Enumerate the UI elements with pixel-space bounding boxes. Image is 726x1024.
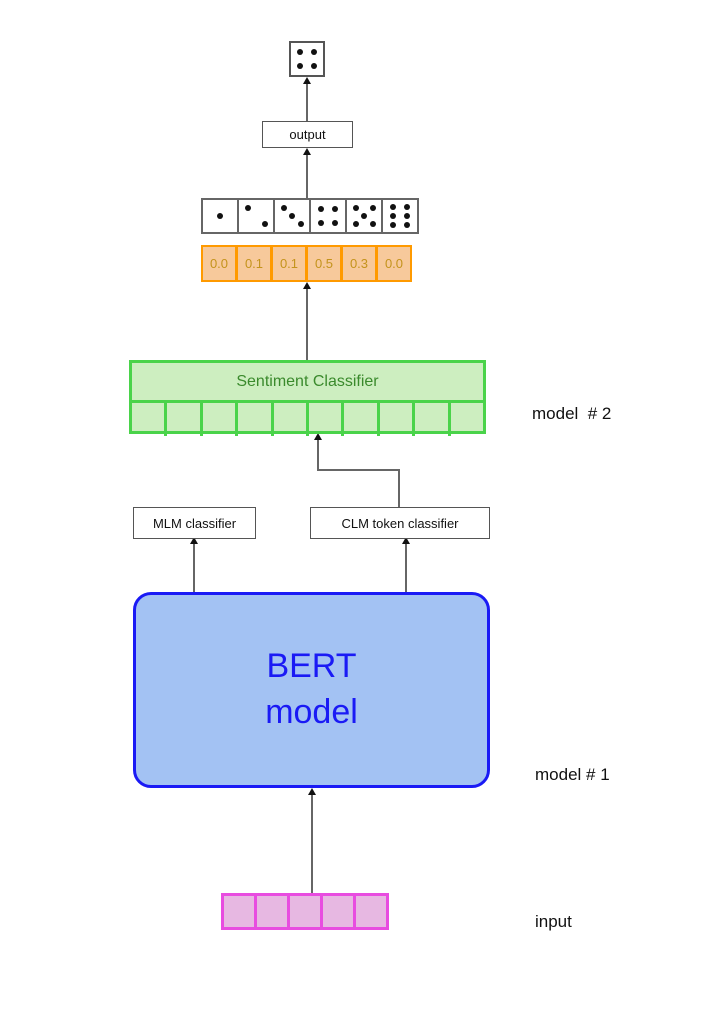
dice-faces-row (201, 198, 419, 234)
pip (332, 220, 339, 227)
pip (404, 213, 411, 219)
sentiment-classifier-cell (412, 403, 447, 436)
input-token-cell (320, 893, 356, 930)
sentiment-classifier-cell (132, 403, 164, 436)
die-face-1-icon (202, 198, 238, 234)
probability-cell: 0.0 (201, 245, 237, 282)
sentiment-classifier-label: Sentiment Classifier (236, 372, 379, 390)
pip (261, 221, 268, 227)
pip (404, 204, 411, 211)
pip (280, 205, 287, 211)
probability-cell: 0.1 (271, 245, 307, 282)
output-label: output (289, 127, 326, 142)
pip (317, 220, 324, 227)
output-die (289, 41, 325, 77)
pip (352, 205, 359, 211)
probability-cell: 0.3 (341, 245, 377, 282)
pip (244, 205, 251, 211)
sentiment-classifier-cells (132, 403, 483, 436)
pip (369, 205, 376, 211)
pip (352, 221, 359, 227)
pip (389, 204, 396, 211)
input-token-cell (254, 893, 290, 930)
input-token-cell (221, 893, 257, 930)
pip (332, 205, 339, 212)
model-2-label: model # 2 (532, 404, 612, 423)
pip (389, 213, 396, 219)
clm-token-classifier-box: CLM token classifier (310, 507, 490, 539)
sentiment-classifier-header: Sentiment Classifier (132, 363, 483, 403)
bert-label-line2: model (265, 693, 358, 731)
input-tokens (221, 893, 389, 930)
sentiment-classifier-cell (447, 403, 483, 436)
sentiment-classifier: Sentiment Classifier (129, 360, 486, 436)
die-face-4-icon (310, 198, 346, 234)
arrow-clm-to-sentiment (317, 437, 400, 507)
bert-model-box: BERT model (133, 592, 490, 788)
mlm-classifier-label: MLM classifier (152, 515, 237, 531)
pip (389, 221, 396, 228)
die-face-5-icon (346, 198, 382, 234)
bert-label-line1: BERT (266, 647, 357, 686)
pip (369, 221, 376, 227)
sentiment-classifier-cell (199, 403, 235, 436)
die-face-3-icon (274, 198, 310, 234)
sentiment-classifier-cell (376, 403, 412, 436)
clm-token-classifier-label: CLM token classifier (341, 515, 459, 531)
input-label: input (535, 912, 572, 931)
sentiment-classifier-cell (306, 403, 341, 436)
input-token-cell (353, 893, 389, 930)
sentiment-classifier-cell (341, 403, 376, 436)
sentiment-classifier-cell (235, 403, 270, 436)
pip (404, 221, 411, 228)
die-face-6-icon (382, 198, 418, 234)
sentiment-classifier-cell (270, 403, 306, 436)
output-box: output (262, 121, 353, 148)
pip (297, 221, 304, 227)
mlm-classifier-box: MLM classifier (133, 507, 256, 539)
pip (289, 213, 295, 219)
sentiment-classifier-cell (164, 403, 199, 436)
pip (217, 213, 223, 219)
input-token-cell (287, 893, 323, 930)
probability-cell: 0.0 (376, 245, 412, 282)
pip (317, 205, 324, 212)
probability-cell: 0.5 (306, 245, 342, 282)
pip (361, 213, 367, 219)
die-face-2-icon (238, 198, 274, 234)
probability-row: 0.0 0.1 0.1 0.5 0.3 0.0 (201, 245, 412, 282)
model-1-label: model # 1 (535, 765, 610, 784)
probability-cell: 0.1 (236, 245, 272, 282)
